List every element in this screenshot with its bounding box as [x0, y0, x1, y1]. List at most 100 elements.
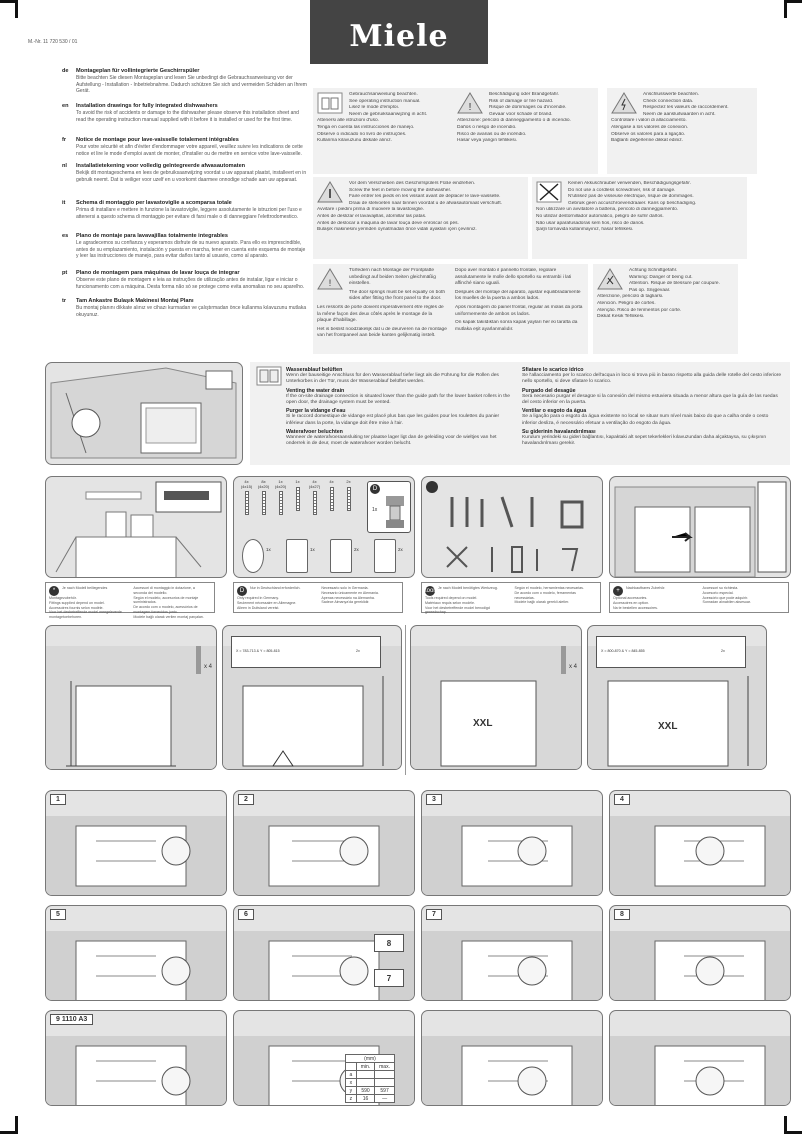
table-row: a — [345, 1070, 395, 1079]
xxl-label: XXL — [658, 721, 678, 732]
step-panel-8: 8 — [609, 905, 791, 1001]
warning-line: No utilizar destornillador automático, p… — [536, 213, 664, 219]
note-line: Matériaux requis selon modèle. — [425, 600, 475, 605]
step-panel-11 — [421, 1010, 603, 1106]
table-unit: (mm) — [345, 1054, 395, 1063]
part-qty: 4x — [329, 479, 334, 484]
warning-line: See operating instruction manual. — [349, 98, 421, 104]
venting-paragraph: If the on-site drainage connection is si… — [286, 393, 511, 406]
table-row: x — [345, 1078, 395, 1087]
crop-mark — [15, 0, 18, 18]
warning-line: Lisez le mode d'emploi. — [349, 105, 399, 111]
xxl-height-check-drawing — [588, 646, 766, 769]
screw-icon — [312, 491, 317, 515]
language-code: pt — [62, 270, 68, 276]
note-line: Je nach Modell beiliegendes Montagezubeh… — [49, 586, 108, 600]
table-cell: — — [374, 1094, 395, 1103]
crop-mark — [784, 0, 802, 3]
dimensions-panel-xxl-1: XXL x 4 — [410, 625, 582, 770]
packaging-panel — [45, 476, 227, 578]
table-cell: a — [345, 1070, 357, 1079]
crop-mark — [0, 0, 18, 3]
note-line: Only required in Germany. — [237, 596, 279, 600]
note-line: Voor het desbetreffende model benodigd g… — [425, 605, 490, 615]
language-title-text: Installatietekening voor volledig geïnte… — [76, 163, 246, 169]
warning-line: Bağlantı değerlerine dikkat ediniz. — [611, 138, 683, 144]
crop-mark — [784, 1131, 802, 1134]
screw-qty: x 4 — [569, 664, 578, 670]
crop-mark — [784, 1116, 787, 1134]
language-title-text: Installation drawings for fully integrat… — [76, 103, 218, 109]
legend-note: +Nachkaufbares Zubehör.Optional accessor… — [609, 582, 789, 613]
svg-text:!: ! — [469, 102, 472, 113]
language-text: Bitte beachten Sie diesen Montageplan un… — [76, 75, 307, 94]
warning-line: Türfedern nach Montage der Frontplatte u… — [349, 268, 436, 287]
table-cell: 16 — [355, 1094, 376, 1103]
table-cell: z — [345, 1094, 357, 1103]
book-icon — [317, 92, 343, 114]
warning-line: Şarjlı tornavida kullanmayınız, hasar te… — [536, 227, 634, 233]
note-line: Accessoires fournis selon modèle. — [49, 605, 104, 610]
venting-heading: Sfiatare lo scarico idrico — [522, 367, 584, 373]
warning-exclamation-icon: ! — [457, 92, 483, 114]
step-drawing — [422, 816, 602, 895]
venting-heading: Waterafvoer beluchten — [286, 428, 343, 435]
language-code: it — [62, 200, 66, 206]
step-panel-3: 3 — [421, 790, 603, 896]
screw-item: 4x(4x27) — [306, 479, 323, 517]
language-code: fr — [62, 137, 67, 143]
warning-line: Check connection data. — [643, 98, 694, 104]
warning-box-cut: Achtung Schnittgefahr.Warning: Danger of… — [593, 264, 738, 354]
venting-paragraph: Kurulum yerindeki su gideri bağlantısı, … — [522, 435, 767, 447]
step-drawing — [422, 1036, 602, 1105]
part-qty: 1x — [278, 479, 283, 484]
note-line: Accesorio especial. — [702, 590, 734, 595]
step-drawing — [46, 1036, 226, 1105]
part-qty: 8x — [261, 479, 266, 484]
warning-line: The door springs must be set equally on … — [349, 289, 445, 302]
xxl-niche-drawing — [411, 646, 581, 769]
language-title-text: Plano de montaje para lavavajillas total… — [76, 233, 229, 239]
table-cell: 590 — [355, 1086, 376, 1095]
step-number: 8 — [614, 909, 630, 920]
mounting-bracket-icon: 2x — [326, 533, 366, 575]
note-line: Modele bağlı olarak verilen montaj parça… — [133, 614, 205, 619]
feet-qty: 1x — [372, 507, 378, 513]
step-number: 7 — [426, 909, 442, 920]
warning-line: Atención. Peligro de cortes. — [597, 300, 656, 306]
table-cell — [355, 1078, 376, 1087]
part-qty: 1x — [310, 547, 315, 552]
note-line: Accessori di montaggio in dotazione, a s… — [133, 586, 195, 595]
venting-paragraph: Se a ligação para o esgoto da água exist… — [522, 414, 769, 426]
divider — [405, 625, 406, 775]
step-panel-1: 1 — [45, 790, 227, 896]
warning-box-door-springs: ! Türfedern nach Montage der Frontplatte… — [313, 264, 588, 354]
note-line: Sonradan alınabilen aksesuar. — [702, 600, 751, 605]
language-title-text: Notice de montage pour lave-vaisselle to… — [76, 137, 239, 143]
warning-line: Bulaşık makinesini yerinden oynatmadan ö… — [317, 227, 477, 233]
venting-paragraph: Wenn der bauseitige Anschluss für den Wa… — [286, 373, 499, 385]
foot-qty: 2x — [356, 649, 360, 653]
language-text: Pour votre sécurité et afin d'éviter d'e… — [76, 144, 303, 157]
step-drawing — [234, 816, 414, 895]
warning-box-connection: Anschlusswerte beachten.Check connection… — [607, 88, 757, 174]
venting-heading: Purger la vidange d'eau — [286, 408, 346, 415]
table-cell: y — [345, 1086, 357, 1095]
warning-line: Screw the feet in before moving the dish… — [349, 187, 452, 193]
warning-line: Pas op. Snijgevaar. — [629, 287, 671, 293]
warning-line: Atenção. Risco de ferimentos por corte. — [597, 307, 682, 313]
warning-line: Observe o indicado no livro de instruçõe… — [317, 131, 407, 137]
optional-accessory-panel — [609, 476, 791, 578]
language-text: To avoid the risk of accidents or damage… — [76, 110, 299, 123]
height-warning-box: X = 800-870 & Y = 845-855 2x — [596, 636, 746, 668]
table-cell — [355, 1070, 376, 1079]
note-line: Según el modelo, accesorios de montaje s… — [133, 595, 199, 605]
warning-line: Non utilizzare un avvitatore a batteria,… — [536, 207, 679, 213]
warning-line: Tenga en cuenta las instrucciones de man… — [317, 124, 415, 130]
screw-icon — [261, 491, 266, 515]
